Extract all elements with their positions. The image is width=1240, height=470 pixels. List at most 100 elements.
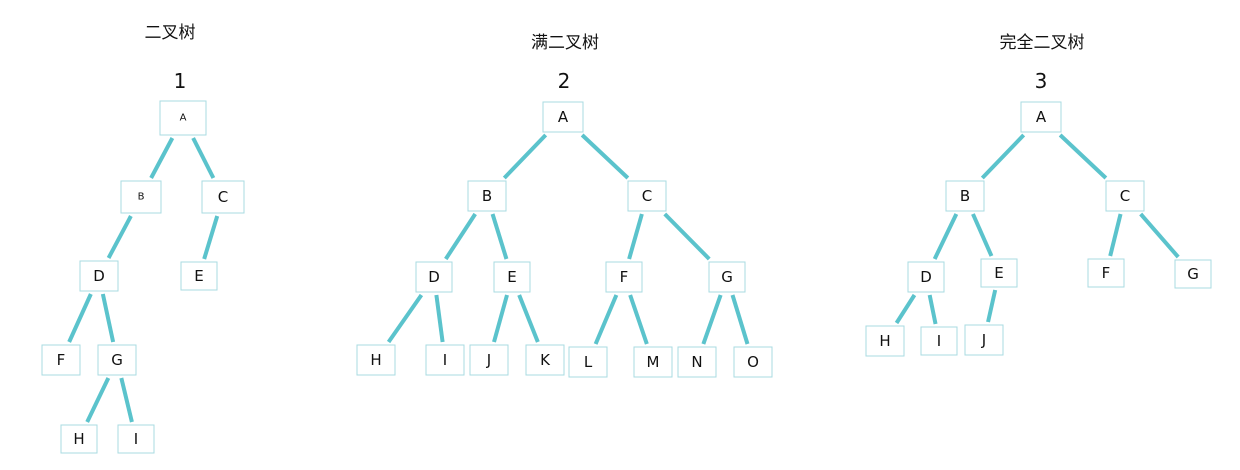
tree-2-node-E-label: E [507,268,516,286]
tree-1-edge-G-I [119,377,134,423]
tree-3-node-A: A [1020,101,1062,133]
tree-3-node-H-box [865,325,905,357]
tree-2-node-M-box [633,346,673,378]
tree-2-node-O: O [733,346,773,378]
tree-2-node-O-label: O [747,353,759,371]
tree-2-node-G-label: G [721,268,733,286]
tree-2-edge-G-O [730,294,750,345]
tree-3-edge-E-J [986,289,998,323]
tree-2-edge-E-K [517,294,540,343]
tree-2-node-I-box [425,344,465,376]
tree-2-node-L-box [568,346,608,378]
tree-3-edge-B-E [971,213,994,257]
tree-1-node-D-box [79,260,119,292]
tree-2-node-J-label: J [486,351,491,369]
tree-1-node-A-label: A [180,113,187,124]
tree-2-node-J-box [469,344,509,376]
tree-2-node-B: B [467,180,507,212]
tree-3-node-C: C [1105,180,1145,212]
tree-3-node-D: D [907,261,945,293]
tree-3-node-E-box [980,258,1018,288]
tree-3-node-B-label: B [960,187,970,205]
tree-2-edge-F-L [593,294,619,345]
tree-3-node-A-box [1020,101,1062,133]
tree-1-node-E-label: E [194,267,203,285]
tree-1-node-H-label: H [73,430,84,448]
tree-2-node-F-label: F [620,268,629,286]
tree-2-edge-C-G [663,212,711,261]
tree-1-number: 1 [174,69,187,93]
tree-2-edge-D-I [434,294,445,343]
tree-1-node-G-box [97,344,137,376]
tree-2-node-N: N [677,346,717,378]
tree-1-node-H: H [60,424,98,454]
tree-2-node-K-box [525,344,565,376]
tree-1-node-D-label: D [93,267,105,285]
tree-2-caption: 满二叉树 [531,33,599,53]
tree-1-node-A: A [159,100,207,136]
tree-3-node-C-label: C [1120,187,1130,205]
tree-3-edge-D-H [894,293,917,325]
tree-1-node-B-label: B [138,192,145,203]
tree-2-edge-B-D [444,212,477,261]
tree-2-node-M-label: M [647,353,660,371]
tree-1-edge-G-H [85,377,111,423]
tree-3-caption: 完全二叉树 [1000,33,1085,53]
edges-layer [67,133,1180,423]
tree-2-node-A-label: A [558,108,569,126]
tree-1-node-F-box [41,344,81,376]
tree-1-node-I: I [117,424,155,454]
tree-1-edge-C-E [202,215,220,260]
tree-1-node-H-box [60,424,98,454]
tree-3-node-G-box [1174,259,1212,289]
tree-1-edge-A-C [191,137,216,179]
tree-2-node-C: C [627,180,667,212]
tree-2-node-D-box [415,261,453,293]
tree-3-node-G-label: G [1187,265,1199,283]
tree-2-node-N-box [677,346,717,378]
tree-2-node-M: M [633,346,673,378]
tree-2-node-C-box [627,180,667,212]
tree-3-node-A-label: A [1036,108,1047,126]
tree-2-node-G: G [708,261,746,293]
tree-2-node-I-label: I [443,351,447,369]
tree-2-node-E-box [493,261,531,293]
tree-3-node-H: H [865,325,905,357]
tree-1-edge-A-B [149,137,175,179]
tree-2-node-D: D [415,261,453,293]
tree-2-number: 2 [558,69,571,93]
tree-1-caption: 二叉树 [145,23,196,43]
tree-3-node-E-label: E [994,264,1003,282]
tree-3-edge-D-I [927,294,938,325]
tree-3-node-B: B [945,180,985,212]
tree-3-node-I-box [920,326,958,356]
tree-2-edge-C-F [627,213,644,260]
tree-2-node-K: K [525,344,565,376]
tree-2-edge-A-C [580,133,630,180]
tree-3-node-C-box [1105,180,1145,212]
tree-2-edge-F-M [628,294,649,345]
tree-3-node-F: F [1087,258,1125,288]
tree-2-node-F-box [605,261,643,293]
tree-1-node-E: E [180,261,218,291]
tree-1-node-F-label: F [57,351,66,369]
tree-1-node-D: D [79,260,119,292]
tree-2-node-N-label: N [691,353,702,371]
tree-1-node-B: B [120,180,162,214]
tree-3-node-G: G [1174,259,1212,289]
tree-3-number: 3 [1035,69,1048,93]
tree-3-node-D-box [907,261,945,293]
tree-2-node-H-box [356,344,396,376]
tree-3-node-J-label: J [981,331,986,349]
tree-2-node-O-box [733,346,773,378]
tree-2-edge-B-E [490,213,509,260]
tree-2-edge-G-N [701,294,723,345]
tree-1-node-B-box [120,180,162,214]
tree-1-node-C-label: C [218,188,228,206]
tree-3-node-F-box [1087,258,1125,288]
tree-3-node-H-label: H [879,332,890,350]
tree-2-node-L: L [568,346,608,378]
tree-3-edge-C-G [1139,212,1180,259]
tree-2-node-F: F [605,261,643,293]
